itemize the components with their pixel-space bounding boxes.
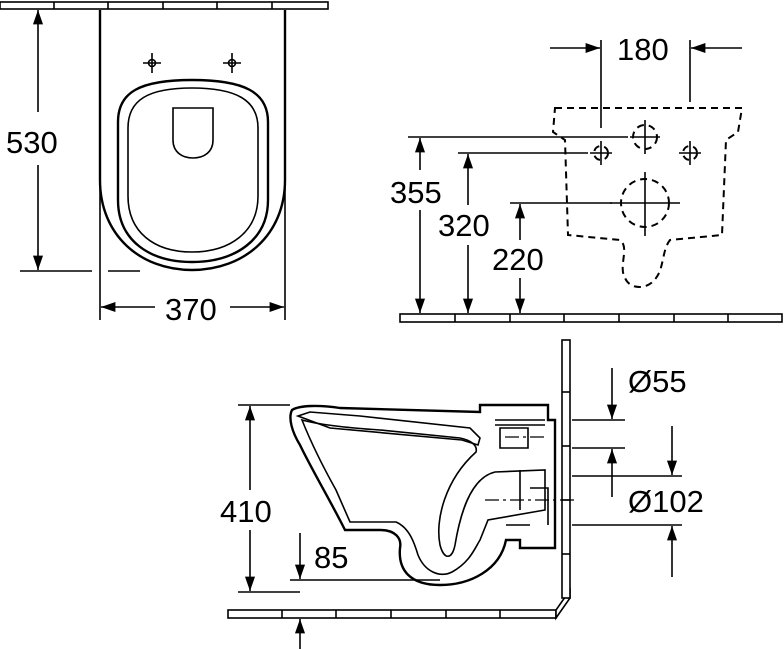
dim-370: 370 xyxy=(99,180,286,327)
side-floor-strip xyxy=(227,587,571,621)
seat-outline xyxy=(116,78,270,264)
bowl-silhouette-dashed xyxy=(551,107,744,288)
dim-530-label: 530 xyxy=(6,125,58,160)
dim-530: 530 xyxy=(6,9,140,272)
bowl-outline xyxy=(98,10,287,272)
outlet-hole-front xyxy=(610,172,680,236)
inlet-hole-front xyxy=(630,120,660,154)
dim-220: 220 xyxy=(492,202,612,313)
dim-85: 85 xyxy=(290,533,440,649)
dim-355: 355 xyxy=(390,136,628,313)
top-wall-strip xyxy=(0,1,329,10)
dim-180-label: 180 xyxy=(617,32,669,67)
dim-370-label: 370 xyxy=(165,292,217,327)
dim-diameter-55: Ø55 xyxy=(572,364,687,497)
dim-355-label: 355 xyxy=(390,175,442,210)
front-floor-strip xyxy=(399,313,783,323)
dim-410: 410 xyxy=(220,404,300,593)
seat-inner xyxy=(127,87,259,253)
top-view: 530 370 xyxy=(0,1,329,327)
outlet-connector xyxy=(506,470,549,526)
dim-diameter-55-label: Ø55 xyxy=(628,364,687,399)
side-wall-strip xyxy=(561,339,571,599)
dim-220-label: 220 xyxy=(492,242,544,277)
dim-320-label: 320 xyxy=(438,208,490,243)
bowl-rim xyxy=(295,411,481,447)
dim-410-label: 410 xyxy=(220,494,272,529)
inlet-connector xyxy=(495,419,545,449)
fixing-hole-left xyxy=(143,53,161,73)
bowl-body-outer xyxy=(289,403,557,587)
dim-diameter-102-label: Ø102 xyxy=(628,484,704,519)
front-wall-view: 180 355 xyxy=(390,32,783,323)
dim-85-label: 85 xyxy=(314,540,348,575)
dim-180: 180 xyxy=(550,32,742,128)
fixing-hole-left-front xyxy=(590,141,612,165)
bowl-opening xyxy=(172,107,214,159)
fixing-hole-right-front xyxy=(679,141,701,165)
side-view: 410 85 Ø55 Ø102 xyxy=(220,339,704,649)
dim-320: 320 xyxy=(438,152,588,313)
dim-diameter-102: Ø102 xyxy=(572,426,704,577)
fixing-hole-right xyxy=(223,53,241,73)
